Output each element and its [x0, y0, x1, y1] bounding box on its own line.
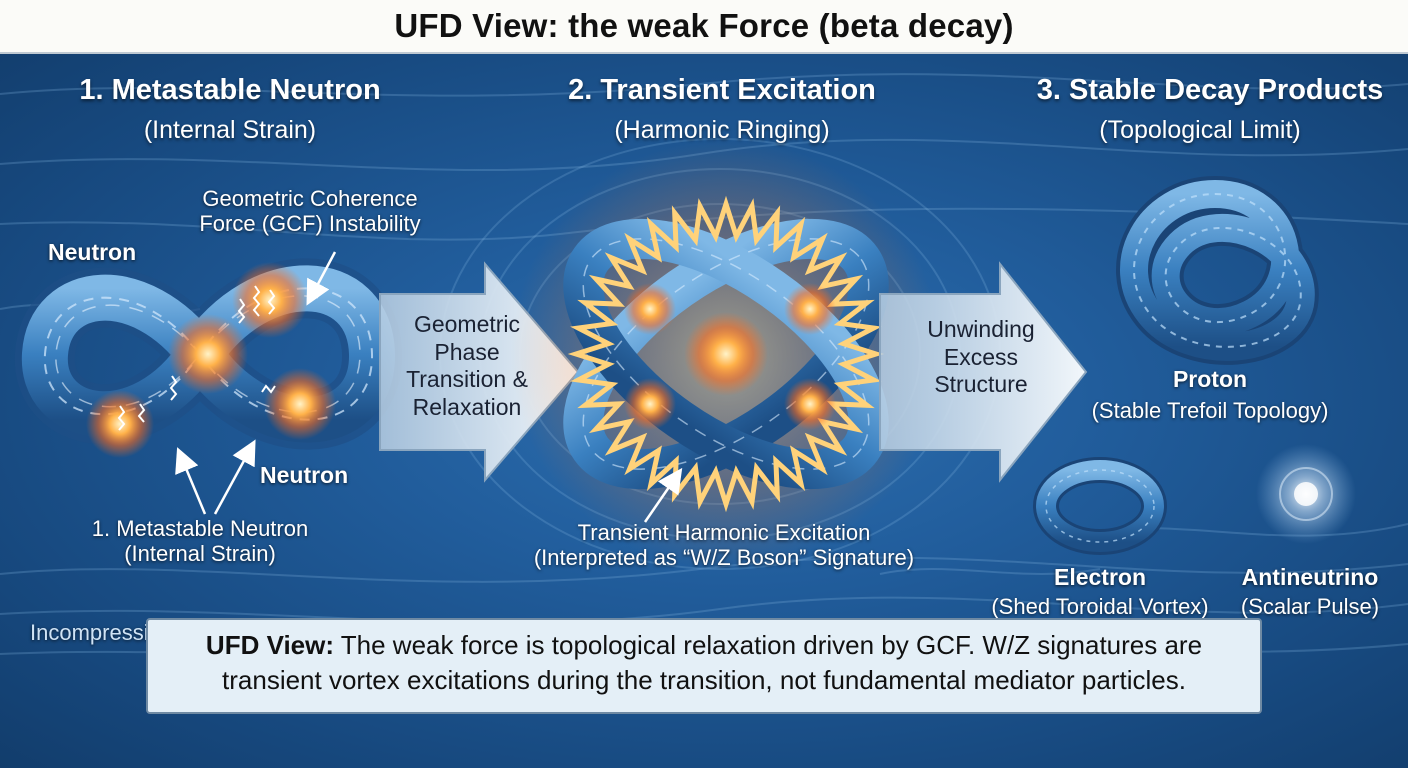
summary-box: UFD View: The weak force is topological …: [146, 618, 1262, 714]
electron-label: Electron: [1000, 564, 1200, 591]
stage2-caption-line2: (Interpreted as “W/Z Boson” Signature): [494, 545, 954, 570]
stage2-caption: Transient Harmonic Excitation (Interpret…: [494, 520, 954, 571]
antineutrino-sublabel: (Scalar Pulse): [1220, 594, 1400, 619]
stage2-heading: 2. Transient Excitation: [522, 74, 922, 107]
title-bar: UFD View: the weak Force (beta decay): [0, 0, 1408, 54]
electron-torus: [1046, 470, 1154, 542]
proton-label: Proton: [1110, 366, 1310, 393]
arrow2-line: Structure: [896, 371, 1066, 399]
stage1-subheading: (Internal Strain): [30, 116, 430, 145]
strain-glow: [168, 314, 248, 394]
electron-sublabel: (Shed Toroidal Vortex): [970, 594, 1230, 619]
proton-sublabel: (Stable Trefoil Topology): [1060, 398, 1360, 423]
stage2-subheading: (Harmonic Ringing): [522, 116, 922, 145]
neutron-label-bottom: Neutron: [260, 462, 348, 489]
arrow1-line: Transition &: [392, 366, 542, 394]
diagram-title: UFD View: the weak Force (beta decay): [394, 7, 1013, 45]
stage3-subheading: (Topological Limit): [990, 116, 1408, 145]
summary-text: The weak force is topological relaxation…: [222, 630, 1202, 695]
arrow2-text: Unwinding Excess Structure: [896, 316, 1066, 399]
antineutrino-label: Antineutrino: [1220, 564, 1400, 591]
proton-trefoil: [1134, 194, 1301, 347]
gcf-label-line2: Force (GCF) Instability: [160, 211, 460, 236]
summary-lead: UFD View:: [206, 630, 334, 660]
arrow2-line: Unwinding: [896, 316, 1066, 344]
arrow2-line: Excess: [896, 344, 1066, 372]
antineutrino-pulse: [1256, 444, 1356, 544]
arrow1-line: Phase: [392, 339, 542, 367]
stage1-caption-line1: 1. Metastable Neutron: [50, 516, 350, 541]
arrow1-line: Relaxation: [392, 394, 542, 422]
stage3-heading: 3. Stable Decay Products: [1010, 74, 1408, 107]
gcf-label: Geometric Coherence Force (GCF) Instabil…: [160, 186, 460, 237]
stage1-caption-line2: (Internal Strain): [50, 541, 350, 566]
neutron-label-top: Neutron: [48, 239, 136, 266]
caption-pointer-arrow: [215, 446, 252, 514]
arrow1-text: Geometric Phase Transition & Relaxation: [392, 311, 542, 421]
arrow1-line: Geometric: [392, 311, 542, 339]
gcf-label-line1: Geometric Coherence: [160, 186, 460, 211]
stage1-caption: 1. Metastable Neutron (Internal Strain): [50, 516, 350, 567]
strain-glow: [264, 368, 336, 440]
strain-glow: [86, 390, 154, 458]
caption-pointer-arrow: [180, 454, 205, 514]
transient-excitation: [511, 139, 941, 569]
stage1-heading: 1. Metastable Neutron: [30, 74, 430, 107]
stage2-caption-line1: Transient Harmonic Excitation: [494, 520, 954, 545]
